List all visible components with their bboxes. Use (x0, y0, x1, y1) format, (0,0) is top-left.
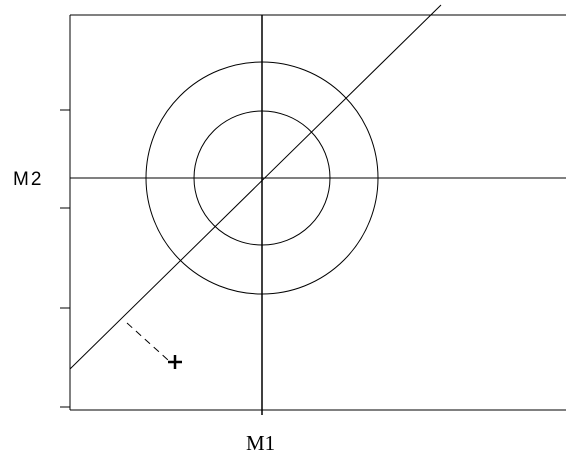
dashed-connector (126, 322, 169, 361)
diagonal-line (69, 4, 442, 370)
x-axis-label: M1 (246, 431, 275, 455)
plus-marker-icon (168, 355, 182, 369)
y-axis-label: M2 (13, 169, 43, 190)
